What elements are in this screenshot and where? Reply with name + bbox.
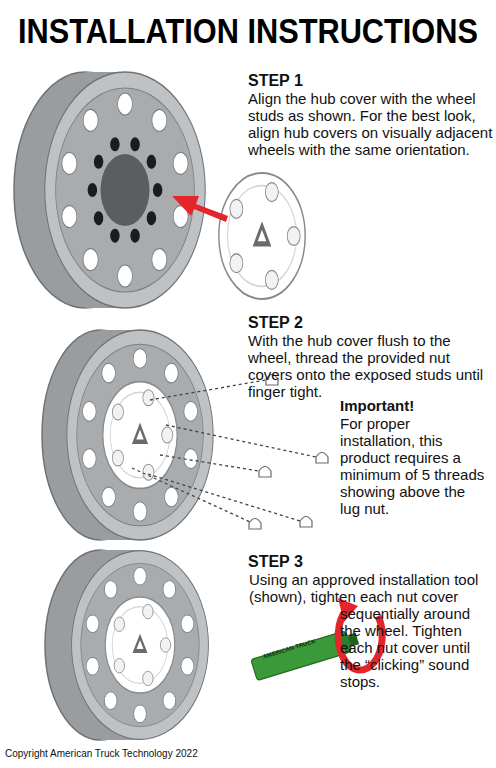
step-text: Align the hub cover with the wheel studs… <box>248 90 493 158</box>
wheel-drawing <box>45 550 208 740</box>
step-text: With the hub cover flush to the wheel, t… <box>248 332 493 400</box>
important-heading: Important! <box>340 397 490 414</box>
wrap-box: Using an approved installation tool (sho… <box>248 571 493 768</box>
hub-cover-drawing <box>172 173 305 299</box>
wheel-drawing <box>14 72 205 308</box>
wrap-spacer <box>248 571 249 605</box>
page-title: INSTALLATION INSTRUCTIONS <box>0 12 496 51</box>
step-heading: STEP 1 <box>248 72 493 90</box>
wheel-drawing <box>42 330 213 540</box>
nut-cover-drawing <box>132 380 316 522</box>
step-text: Using an approved installation tool (sho… <box>249 571 478 690</box>
wrap-spacer <box>248 605 340 768</box>
important-note: For proper installation, this product re… <box>340 415 488 517</box>
step-heading: STEP 3 <box>248 553 493 571</box>
copyright-note: Copyright American Truck Technology 2022 <box>5 748 305 760</box>
step-heading: STEP 2 <box>248 314 493 332</box>
